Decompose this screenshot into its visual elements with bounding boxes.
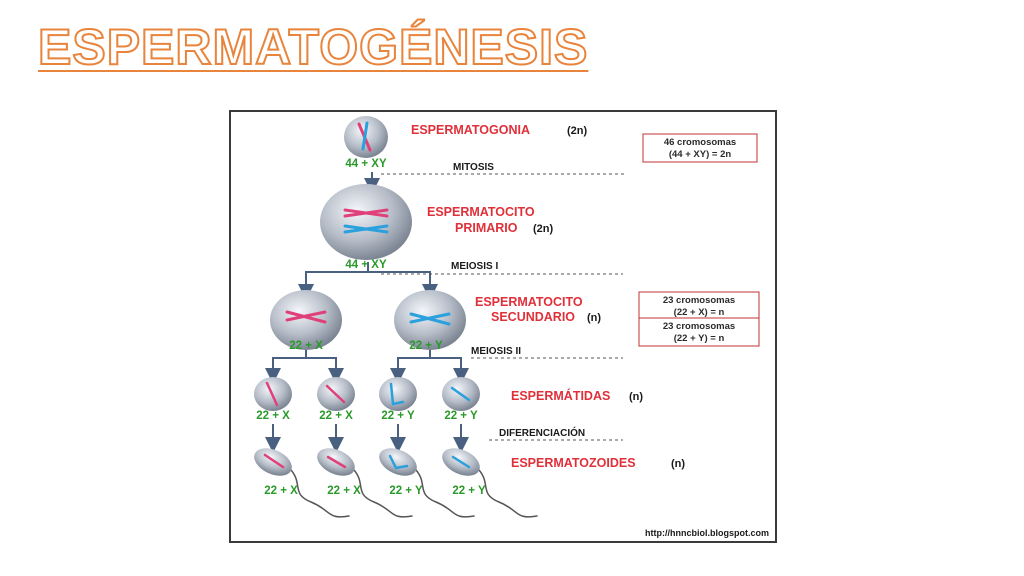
info-box-diploid: 46 cromosomas (44 + XY) = 2n — [642, 133, 758, 163]
cell-spermatogonia — [344, 116, 388, 158]
genotype-spermatid-3: 22 + Y — [381, 410, 415, 422]
spermatid-2 — [317, 377, 355, 411]
arrow-meiosis2-a — [265, 348, 307, 384]
spermatid-cells — [254, 377, 480, 411]
info-diploid-line2: (44 + XY) = 2n — [669, 149, 732, 160]
genotype-spermatozoon-1: 22 + X — [264, 485, 298, 497]
cell-primary-spermatocyte — [320, 184, 412, 260]
ploidy-spermatogonia: (2n) — [567, 125, 588, 137]
ploidy-primary: (2n) — [533, 223, 554, 235]
arrow-meiosis1-right — [368, 271, 438, 300]
lineage-lines — [265, 172, 469, 453]
genotype-spermatozoon-4: 22 + Y — [452, 485, 486, 497]
diagram-svg: 44 + XY 44 + XY 22 + X 22 + Y 22 + X 22 … — [254, 116, 769, 538]
arrow-meiosis2-b — [306, 357, 344, 384]
label-spermatozoa: ESPERMATOZOIDES — [511, 456, 636, 470]
phase-mitosis: MITOSIS — [453, 162, 494, 173]
phase-differentiation: DIFERENCIACIÓN — [499, 426, 585, 439]
label-secondary-line2: SECUNDARIO — [491, 310, 575, 324]
label-spermatogonia: ESPERMATOGONIA — [411, 123, 530, 137]
genotype-spermatid-2: 22 + X — [319, 410, 353, 422]
spermatozoon-3 — [379, 448, 475, 518]
genotype-spermatozoon-2: 22 + X — [327, 485, 361, 497]
spermatozoa-cells — [254, 448, 538, 518]
source-credit: http://hnncbiol.blogspot.com — [645, 528, 769, 538]
ploidy-spermatozoa: (n) — [671, 458, 685, 470]
ploidy-secondary: (n) — [587, 312, 601, 324]
spermatozoon-4 — [442, 448, 538, 518]
info-box-haploid: 23 cromosomas (22 + X) = n 23 cromosomas… — [638, 291, 760, 347]
spermatozoon-1 — [254, 448, 350, 518]
label-secondary-line1: ESPERMATOCITO — [475, 295, 583, 309]
spermatid-4 — [442, 377, 480, 411]
slide-title: ESPERMATOGÉNESIS — [37, 18, 589, 76]
cell-secondary-y — [394, 290, 466, 350]
ploidy-spermatids: (n) — [629, 391, 643, 403]
genotype-spermatid-1: 22 + X — [256, 410, 290, 422]
info-haploid-x-line1: 23 cromosomas — [663, 295, 735, 306]
arrow-meiosis2-c — [390, 348, 431, 384]
spermatozoon-2 — [317, 448, 413, 518]
genotype-secondary-x: 22 + X — [289, 340, 323, 352]
genotype-spermatid-4: 22 + Y — [444, 410, 478, 422]
phase-meiosis-2: MEIOSIS II — [471, 346, 521, 357]
genotype-secondary-y: 22 + Y — [409, 340, 443, 352]
info-haploid-y-line2: (22 + Y) = n — [674, 333, 725, 344]
info-diploid-line1: 46 cromosomas — [664, 137, 736, 148]
genotype-primary: 44 + XY — [345, 259, 387, 271]
spermatogenesis-diagram: 44 + XY 44 + XY 22 + X 22 + Y 22 + X 22 … — [229, 110, 777, 543]
arrow-meiosis1-left — [298, 262, 369, 300]
spermatid-3 — [379, 377, 417, 411]
label-primary-line2: PRIMARIO — [455, 221, 518, 235]
spermatid-1 — [254, 377, 292, 411]
label-spermatids: ESPERMÁTIDAS — [511, 388, 610, 403]
info-haploid-x-line2: (22 + X) = n — [674, 307, 725, 318]
cell-secondary-x — [270, 290, 342, 350]
genotype-spermatogonia: 44 + XY — [345, 158, 387, 170]
label-primary-line1: ESPERMATOCITO — [427, 205, 535, 219]
genotype-spermatozoon-3: 22 + Y — [389, 485, 423, 497]
arrow-meiosis2-d — [430, 357, 469, 384]
phase-meiosis-1: MEIOSIS I — [451, 261, 498, 272]
phase-dividers — [381, 173, 626, 441]
info-haploid-y-line1: 23 cromosomas — [663, 321, 735, 332]
